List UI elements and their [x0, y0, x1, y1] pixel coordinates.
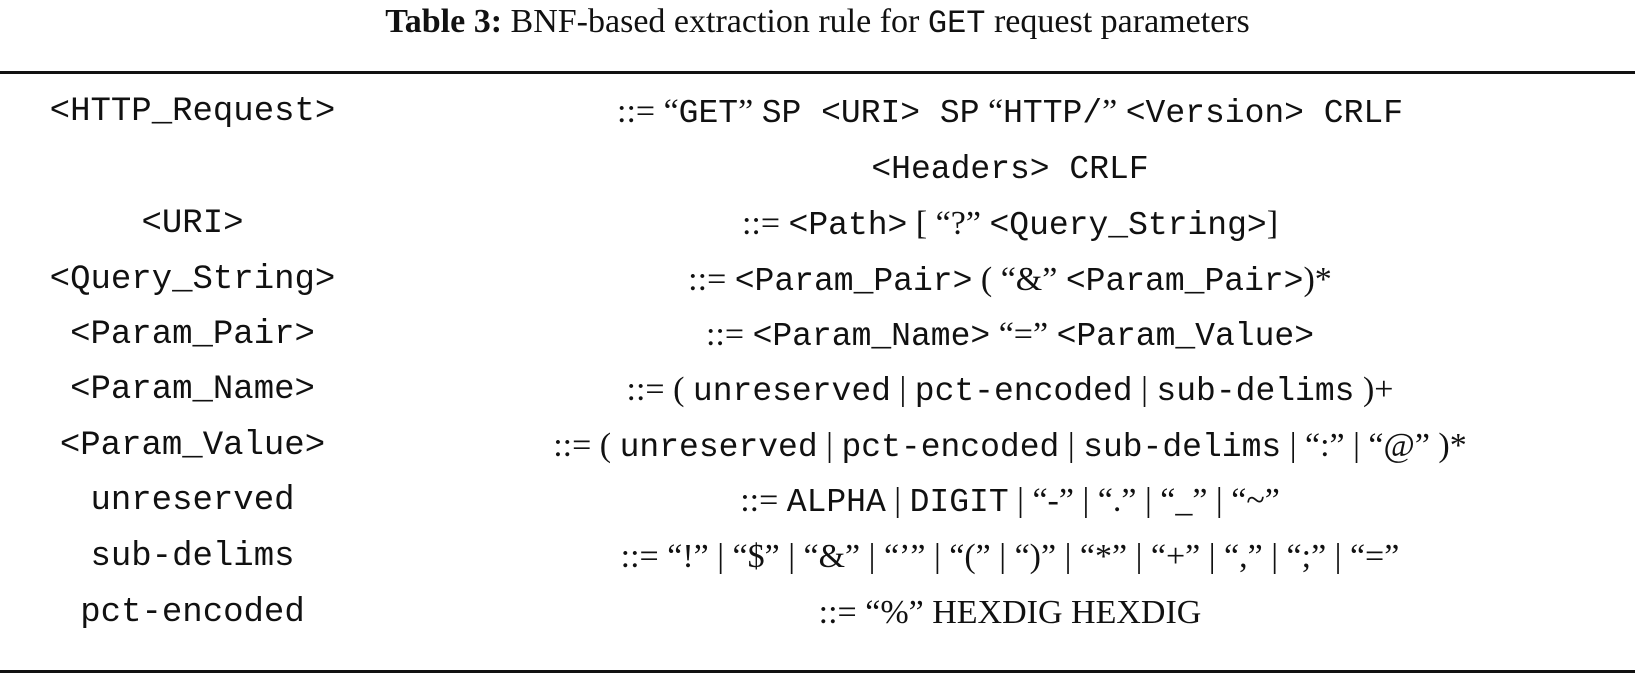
- rule-name: sub-delims: [90, 538, 295, 576]
- rule-text: “: [979, 93, 1004, 130]
- rule-definition: ::= “%” HEXDIG HEXDIG: [385, 585, 1635, 641]
- caption-label: Table 3:: [385, 3, 503, 40]
- rule-definition: ::= ( unreserved | pct-encoded | sub-del…: [385, 362, 1635, 420]
- rule-text: ::= “: [617, 93, 679, 130]
- table-top-rule: [0, 71, 1635, 74]
- rule-text: | “:” | “@” )*: [1281, 427, 1467, 464]
- rule-text: )*: [1303, 261, 1332, 298]
- rule-name: pct-encoded: [80, 594, 305, 632]
- rule-text: “=”: [990, 316, 1057, 353]
- table-row: <Param_Name>::= ( unreserved | pct-encod…: [0, 362, 1635, 418]
- rule-text: ::= (: [553, 427, 620, 464]
- rule-token: GET: [678, 95, 739, 132]
- rule-definition: ::= <Path> [ “?” <Query_String>]: [385, 196, 1635, 254]
- table-row: pct-encoded::= “%” HEXDIG HEXDIG: [0, 585, 1635, 641]
- rule-token: ALPHA: [786, 484, 886, 521]
- rule-text: [ “?”: [907, 205, 990, 242]
- rule-token: sub-delims: [1083, 429, 1282, 466]
- rule-text: ::=: [688, 261, 735, 298]
- rule-token: pct-encoded: [914, 373, 1133, 410]
- table-row: <Param_Pair>::= <Param_Name> “=” <Param_…: [0, 307, 1635, 363]
- rule-name: <Query_String>: [49, 261, 336, 299]
- rule-text: ::=: [741, 205, 789, 242]
- rule-name: <Param_Pair>: [70, 316, 315, 354]
- table-row: <URI>::= <Path> [ “?” <Query_String>]: [0, 196, 1635, 252]
- rule-text: |: [890, 371, 915, 408]
- rule-name: <HTTP_Request>: [49, 93, 336, 131]
- rule-text: |: [1059, 427, 1084, 464]
- rule-text: ::= “!” | “$” | “&” | “’” | “(” | “)” | …: [620, 538, 1400, 575]
- rule-definition: ::= “!” | “$” | “&” | “’” | “(” | “)” | …: [385, 529, 1635, 585]
- rule-text: ”: [1102, 93, 1126, 130]
- rule-token: <Param_Pair>: [734, 263, 973, 300]
- rule-text: ::= (: [626, 371, 693, 408]
- rule-token: <Query_String>: [989, 207, 1267, 244]
- rule-text: ::=: [705, 316, 753, 353]
- rule-name: <URI>: [141, 205, 244, 243]
- rule-text: ::= “%” HEXDIG HEXDIG: [818, 594, 1202, 631]
- rule-name: unreserved: [90, 482, 295, 520]
- rule-text: |: [885, 482, 910, 519]
- rule-token: <Param_Value>: [1056, 318, 1315, 355]
- rule-text: ::=: [740, 482, 787, 519]
- rule-text: ”: [738, 93, 762, 130]
- rule-name: <Param_Value>: [59, 427, 326, 465]
- rule-token: <Path>: [788, 207, 908, 244]
- rule-text: )+: [1354, 371, 1394, 408]
- rule-token: unreserved: [619, 429, 818, 466]
- rule-text: |: [1132, 371, 1157, 408]
- rule-text: ]: [1266, 205, 1279, 242]
- rule-name: <Param_Name>: [70, 371, 315, 409]
- rule-text: | “-” | “.” | “_” | “~”: [1008, 482, 1280, 519]
- table-caption: Table 3: BNF-based extraction rule for G…: [0, 0, 1635, 44]
- rule-text: ( “&”: [972, 261, 1066, 298]
- rule-definition: ::= <Param_Name> “=” <Param_Value>: [385, 307, 1635, 365]
- rule-text: |: [817, 427, 842, 464]
- caption-text-before: BNF-based extraction rule for: [502, 3, 928, 40]
- table-row: unreserved::= ALPHA | DIGIT | “-” | “.” …: [0, 473, 1635, 529]
- table-row: <Headers> CRLF: [0, 140, 1635, 196]
- table-row: sub-delims::= “!” | “$” | “&” | “’” | “(…: [0, 529, 1635, 585]
- rule-definition: ::= ALPHA | DIGIT | “-” | “.” | “_” | “~…: [385, 473, 1635, 531]
- rule-token: <Headers> CRLF: [871, 151, 1149, 188]
- rule-token: sub-delims: [1156, 373, 1355, 410]
- rule-token: <Param_Pair>: [1065, 263, 1304, 300]
- rule-definition: ::= “GET” SP <URI> SP “HTTP/” <Version> …: [385, 84, 1635, 142]
- table-row: <Query_String>::= <Param_Pair> ( “&” <Pa…: [0, 252, 1635, 308]
- caption-text-after: request parameters: [985, 3, 1250, 40]
- table-bottom-rule: [0, 670, 1635, 673]
- table-row: <HTTP_Request>::= “GET” SP <URI> SP “HTT…: [0, 84, 1635, 140]
- rule-token: unreserved: [692, 373, 891, 410]
- rule-definition: ::= ( unreserved | pct-encoded | sub-del…: [385, 418, 1635, 476]
- rule-token: <Param_Name>: [752, 318, 991, 355]
- rule-token: HTTP/: [1003, 95, 1103, 132]
- rule-definition: ::= <Param_Pair> ( “&” <Param_Pair>)*: [385, 252, 1635, 310]
- rule-token: <Version> CRLF: [1125, 95, 1403, 132]
- rule-token: pct-encoded: [841, 429, 1060, 466]
- table-row: <Param_Value>::= ( unreserved | pct-enco…: [0, 418, 1635, 474]
- rule-token: SP <URI> SP: [761, 95, 980, 132]
- caption-code: GET: [927, 5, 986, 42]
- rule-definition: <Headers> CRLF: [385, 140, 1635, 198]
- rule-token: DIGIT: [909, 484, 1009, 521]
